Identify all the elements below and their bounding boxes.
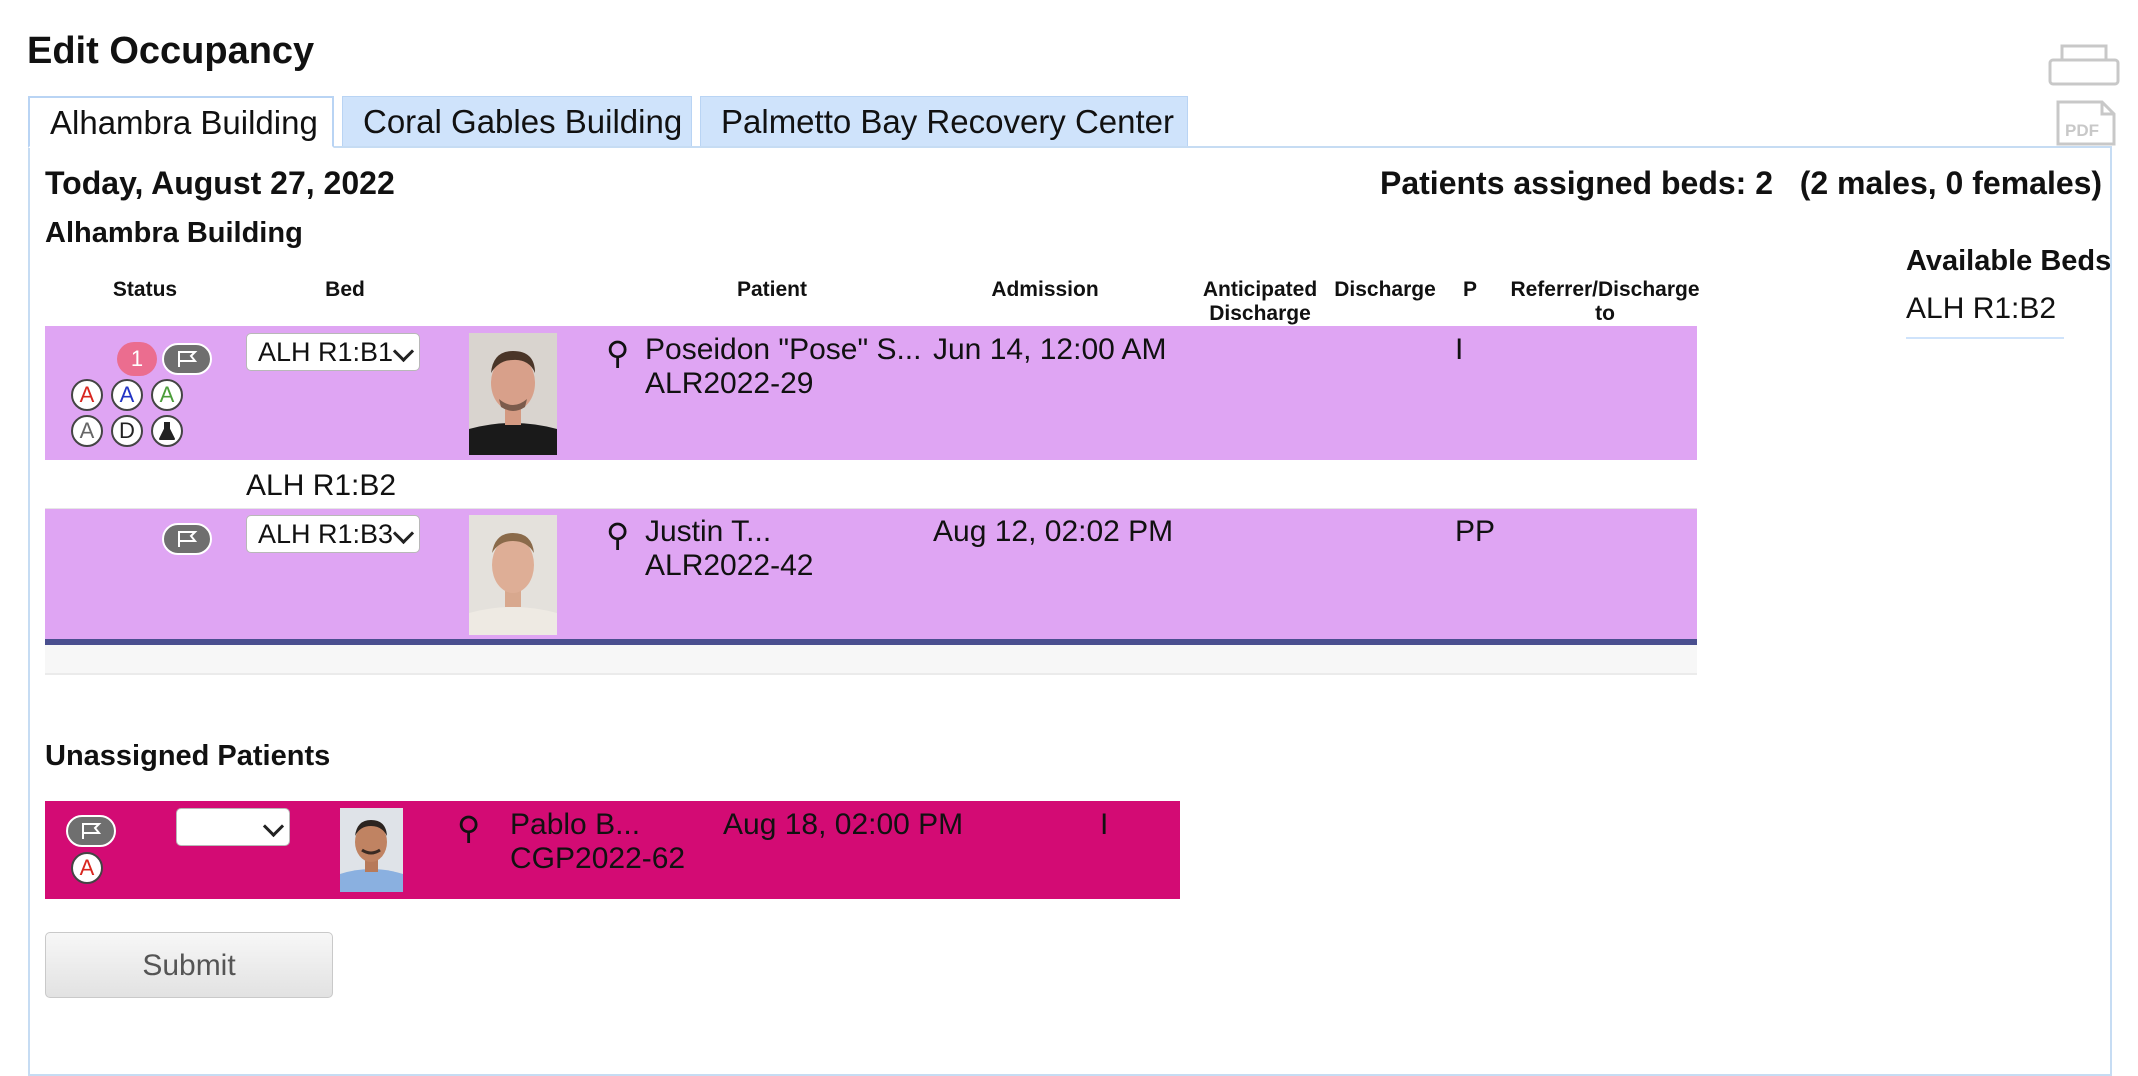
header-patient: Patient	[736, 278, 807, 301]
bed-select[interactable]: ALH R1:B3	[246, 515, 420, 553]
patient-name[interactable]: Pablo B...	[510, 808, 641, 841]
status-count-badge[interactable]: 1	[117, 342, 157, 376]
tab-alhambra-building[interactable]: Alhambra Building	[28, 96, 334, 148]
date-line: Today, August 27, 2022	[45, 165, 395, 201]
status-badge-a-blue[interactable]: A	[111, 379, 143, 411]
patient-name[interactable]: Poseidon "Pose" S...	[645, 333, 922, 366]
available-bed-item[interactable]: ALH R1:B2	[1906, 292, 2057, 325]
gender-male-icon: ⚲	[606, 335, 630, 371]
tab-palmetto-bay-recovery-center[interactable]: Palmetto Bay Recovery Center	[700, 96, 1188, 146]
header-discharge: Discharge	[1334, 278, 1436, 301]
patient-photo	[469, 333, 557, 455]
pdf-icon[interactable]: PDF	[2056, 100, 2116, 146]
flag-icon[interactable]	[162, 523, 212, 555]
patient-id: CGP2022-62	[510, 842, 686, 875]
admission-date: Jun 14, 12:00 AM	[933, 333, 1167, 366]
available-beds-divider	[1906, 337, 2064, 339]
header-status: Status	[112, 278, 178, 301]
status-badge-a-gray[interactable]: A	[71, 415, 103, 447]
printer-icon[interactable]	[2048, 44, 2120, 88]
building-heading: Alhambra Building	[45, 217, 303, 249]
patient-id: ALR2022-29	[645, 367, 814, 400]
flag-icon[interactable]	[162, 343, 212, 375]
priority-value: PP	[1455, 515, 1496, 548]
submit-button[interactable]: Submit	[45, 932, 333, 998]
priority-value: I	[1100, 808, 1109, 841]
beds-summary: Patients assigned beds: 2 (2 males, 0 fe…	[1380, 165, 2103, 201]
status-badge-a-green[interactable]: A	[151, 379, 183, 411]
bed-select[interactable]	[176, 808, 290, 846]
available-beds-title: Available Beds	[1906, 245, 2112, 277]
unassigned-heading: Unassigned Patients	[45, 740, 331, 772]
header-p: P	[1462, 278, 1477, 301]
table-footer	[45, 645, 1697, 675]
header-admission: Admission	[991, 278, 1099, 301]
header-anticipated-discharge: Anticipated Discharge	[1202, 278, 1318, 325]
header-referrer-discharge-to: Referrer/Discharge to	[1510, 278, 1700, 325]
svg-text:PDF: PDF	[2065, 121, 2099, 140]
status-badge-d[interactable]: D	[111, 415, 143, 447]
flag-icon[interactable]	[66, 815, 116, 847]
patient-name[interactable]: Justin T...	[645, 515, 772, 548]
chevron-down-icon	[392, 522, 415, 545]
patient-id: ALR2022-42	[645, 549, 814, 582]
admission-date: Aug 12, 02:02 PM	[933, 515, 1174, 548]
header-bed: Bed	[325, 278, 365, 301]
tab-coral-gables-building[interactable]: Coral Gables Building	[342, 96, 692, 146]
admission-date: Aug 18, 02:00 PM	[723, 808, 964, 841]
status-badge-a-red[interactable]: A	[71, 379, 103, 411]
priority-value: I	[1455, 333, 1464, 366]
gender-male-icon: ⚲	[457, 810, 481, 846]
chevron-down-icon	[392, 340, 415, 363]
status-badge-a-red[interactable]: A	[71, 852, 103, 884]
table-bottom-border	[45, 639, 1697, 645]
patient-photo	[340, 808, 403, 892]
bed-select[interactable]: ALH R1:B1	[246, 333, 420, 371]
lab-flask-icon[interactable]	[151, 415, 183, 447]
chevron-down-icon	[262, 815, 285, 838]
page-title: Edit Occupancy	[27, 30, 315, 72]
empty-bed-label: ALH R1:B2	[246, 469, 397, 502]
gender-male-icon: ⚲	[606, 517, 630, 553]
patient-photo	[469, 515, 557, 635]
